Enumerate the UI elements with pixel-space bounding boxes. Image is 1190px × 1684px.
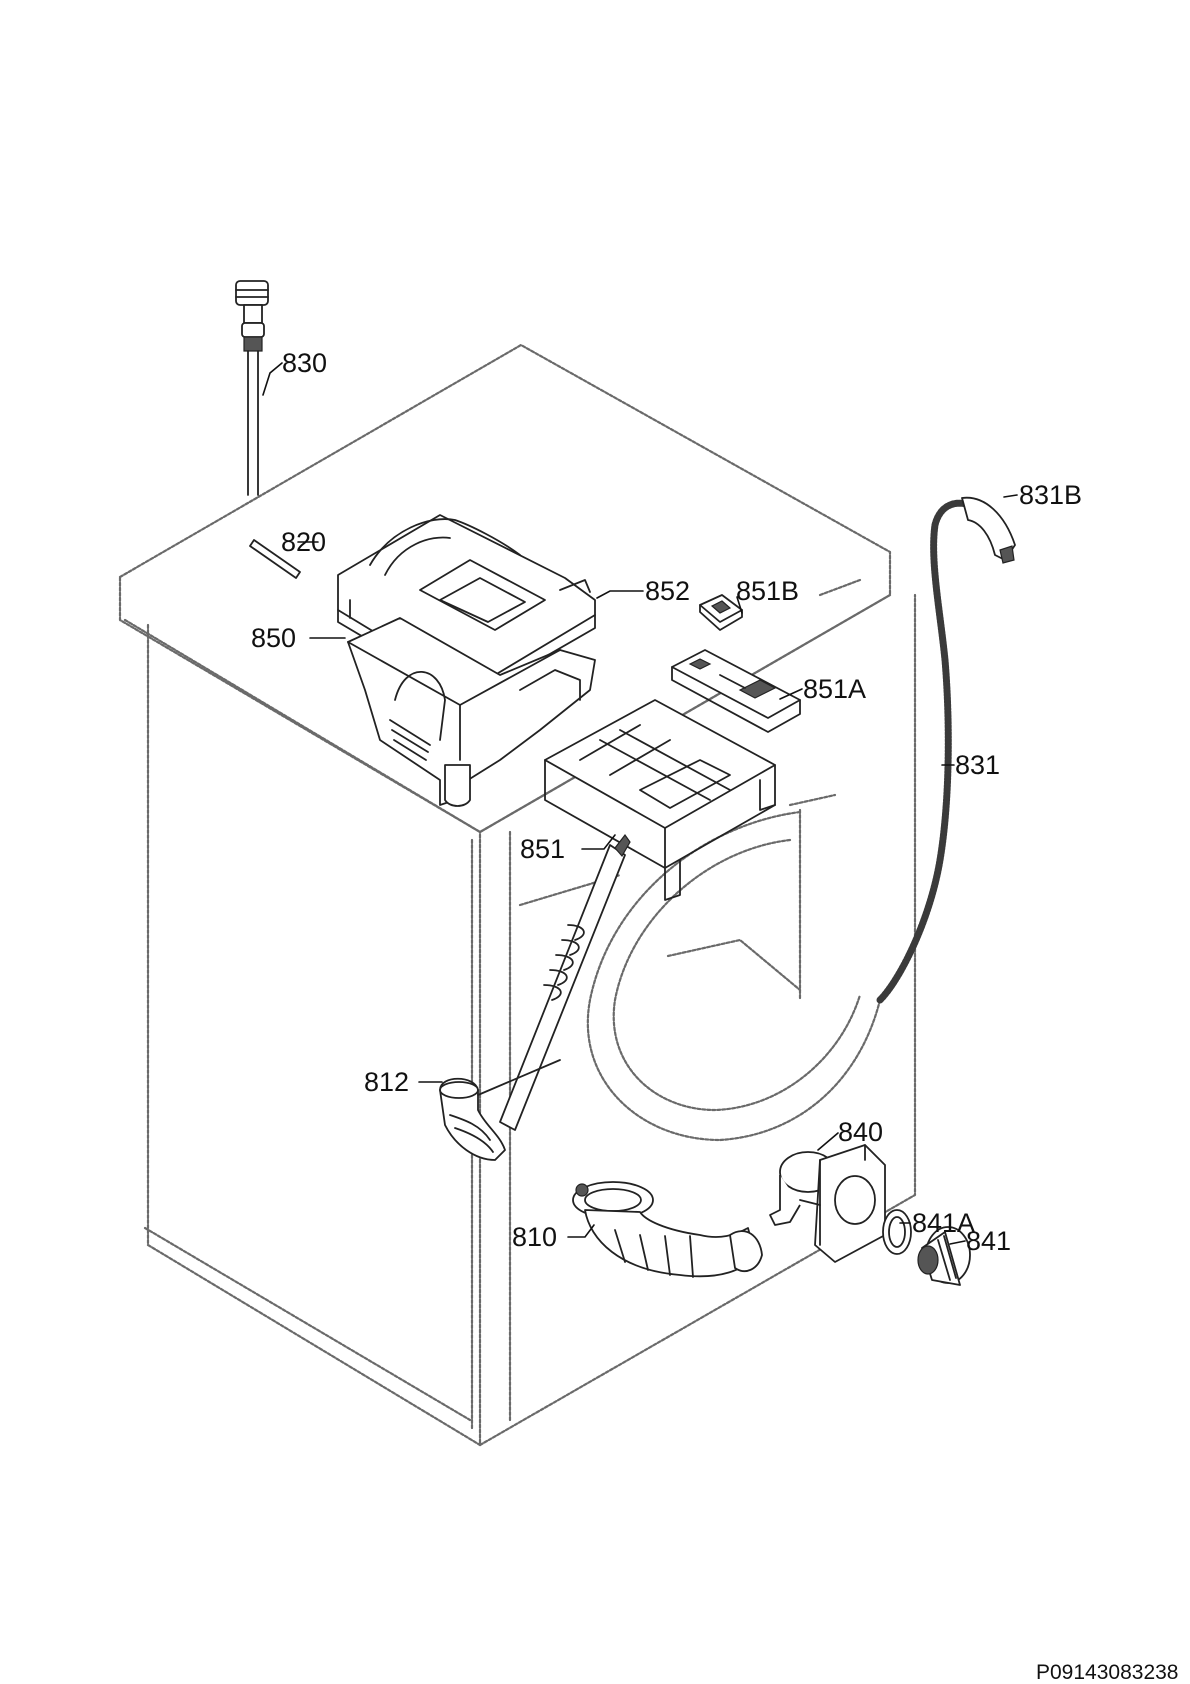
label-831: 831 [955, 750, 1000, 780]
drain-hose-part [876, 496, 1016, 1004]
filter-part [917, 1226, 971, 1286]
label-820: 820 [281, 527, 326, 557]
label-852: 852 [645, 576, 690, 606]
pump-housing-part [769, 1144, 886, 1263]
leader-lines [262, 362, 1018, 1245]
sump-hose-part [572, 1181, 763, 1278]
inlet-hose-part [235, 280, 269, 496]
label-851b: 851B [736, 576, 799, 606]
dispenser-housing-part [347, 617, 596, 807]
label-810: 810 [512, 1222, 557, 1252]
label-840: 840 [838, 1117, 883, 1147]
label-830: 830 [282, 348, 327, 378]
label-831b: 831B [1019, 480, 1082, 510]
small-rod-part [249, 539, 301, 579]
label-841: 841 [966, 1226, 1011, 1256]
label-850: 850 [251, 623, 296, 653]
dispenser-drawer-part [544, 699, 776, 901]
document-code: P09143083238 [1036, 1661, 1178, 1684]
washer-cabinet [118, 343, 917, 1447]
part-labels: 830 820 852 851B 850 851A 831B 831 851 8… [251, 348, 1082, 1256]
seal-ring-part [882, 1209, 912, 1255]
label-851a: 851A [803, 674, 866, 704]
bellows-hose-part [439, 833, 631, 1161]
label-812: 812 [364, 1067, 409, 1097]
label-841a: 841A [912, 1208, 975, 1238]
dispenser-handle-part [671, 649, 801, 733]
small-clip-part [699, 594, 743, 631]
label-851: 851 [520, 834, 565, 864]
